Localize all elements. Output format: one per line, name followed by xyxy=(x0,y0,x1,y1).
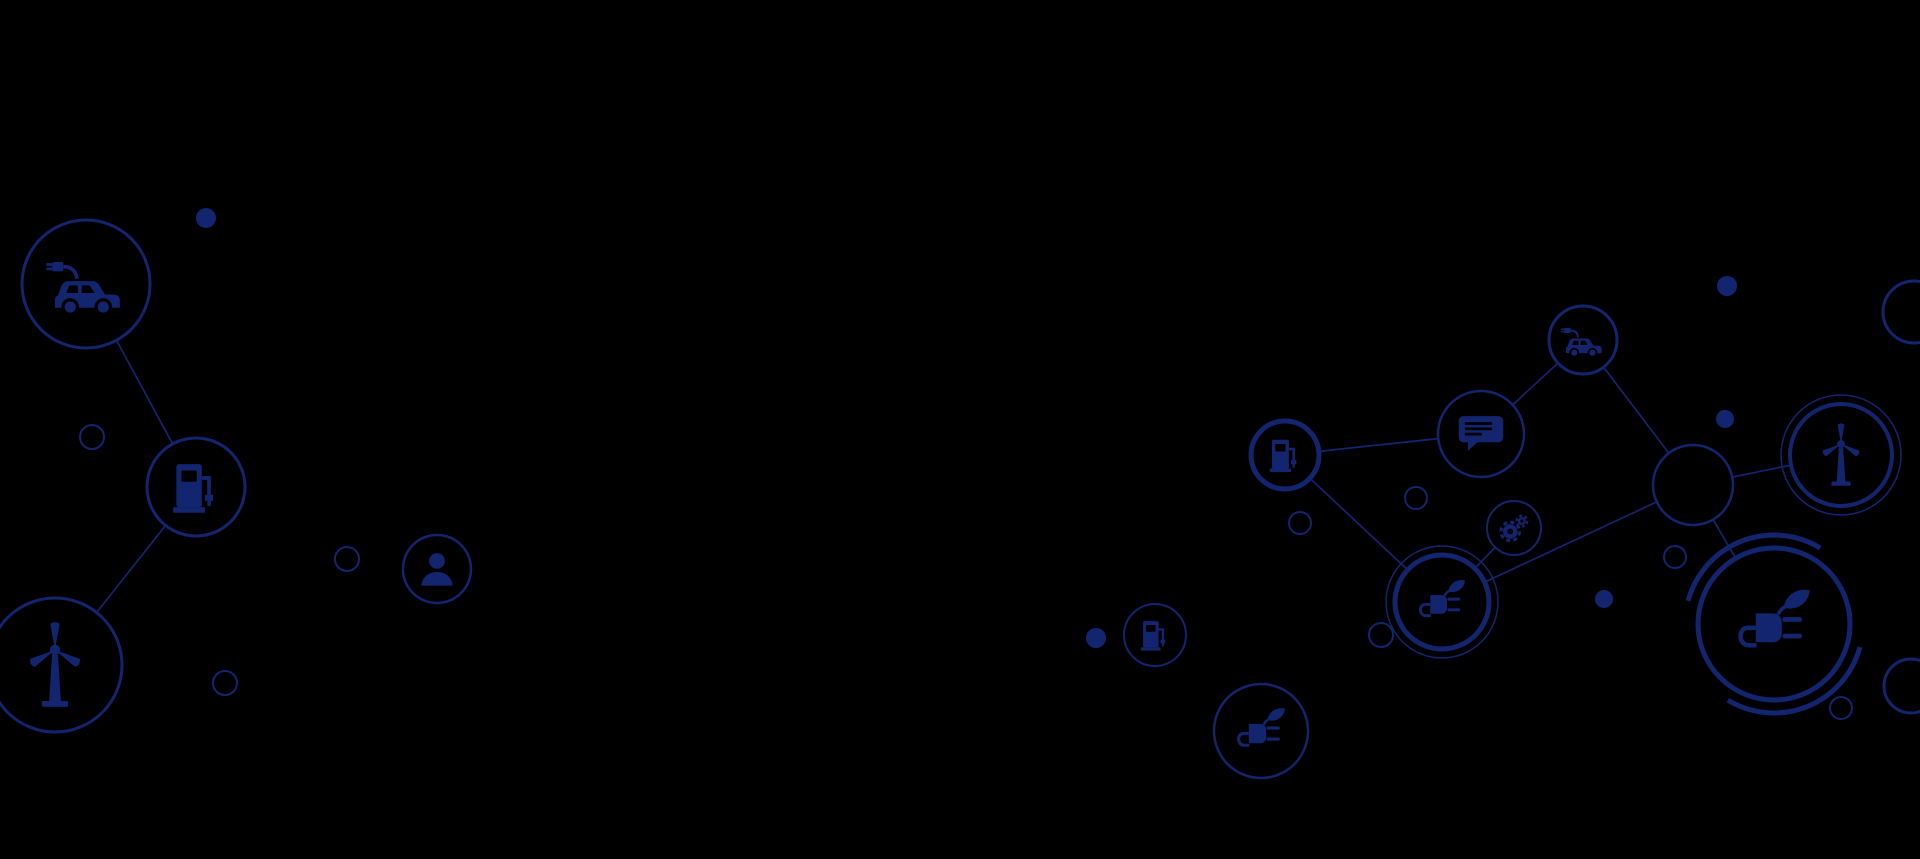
accent-dot xyxy=(196,208,216,228)
ring-shape xyxy=(1404,486,1428,510)
dot-shape xyxy=(1716,410,1734,428)
accent-dot xyxy=(1086,628,1106,648)
small-ring xyxy=(1288,511,1312,535)
small-ring xyxy=(1404,486,1428,510)
ring-shape xyxy=(1288,511,1312,535)
dot-shape xyxy=(1595,590,1613,608)
dot-shape xyxy=(1717,276,1737,296)
node-partial-circle-top-right xyxy=(1881,279,1920,345)
small-ring xyxy=(212,670,238,696)
small-ring xyxy=(1829,696,1853,720)
node-fuel-left xyxy=(145,436,247,538)
node-plug-leaf-mid xyxy=(1212,682,1310,780)
node-person xyxy=(401,533,473,605)
node-hub-circle xyxy=(1651,443,1735,527)
node-chat xyxy=(1436,389,1526,479)
small-ring xyxy=(1663,545,1687,569)
accent-dot xyxy=(1717,276,1737,296)
thin-outer-ring xyxy=(1780,394,1902,516)
node-turbine-left xyxy=(0,596,124,734)
node-ev-car-right xyxy=(1547,304,1619,376)
node-circle xyxy=(0,596,124,734)
node-fuel-right xyxy=(1248,418,1322,492)
dot-shape xyxy=(196,208,216,228)
ring-shape xyxy=(1829,696,1853,720)
node-circle xyxy=(1651,443,1735,527)
small-ring xyxy=(79,424,105,450)
node-circle xyxy=(401,533,473,605)
small-ring xyxy=(1368,622,1394,648)
ring-shape xyxy=(212,670,238,696)
node-plug-leaf-right xyxy=(1385,545,1499,659)
node-circle xyxy=(1881,279,1920,345)
accent-dot xyxy=(1716,410,1734,428)
small-ring xyxy=(334,546,360,572)
node-plug-big xyxy=(1682,532,1866,716)
node-circle xyxy=(1882,657,1920,715)
node-gear xyxy=(1486,500,1542,556)
thin-outer-ring xyxy=(1385,545,1499,659)
ring-shape xyxy=(1663,545,1687,569)
dashed-outer-ring xyxy=(1682,532,1866,716)
node-turbine-right xyxy=(1780,394,1902,516)
accent-dot xyxy=(1595,590,1613,608)
ring-shape xyxy=(334,546,360,572)
icon-nodes xyxy=(0,208,1920,780)
dot-shape xyxy=(1086,628,1106,648)
node-ev-car-left xyxy=(20,218,152,350)
node-partial-circle-bottom-right xyxy=(1882,657,1920,715)
ring-shape xyxy=(79,424,105,450)
node-fuel-mid xyxy=(1123,603,1187,667)
ring-shape xyxy=(1368,622,1394,648)
